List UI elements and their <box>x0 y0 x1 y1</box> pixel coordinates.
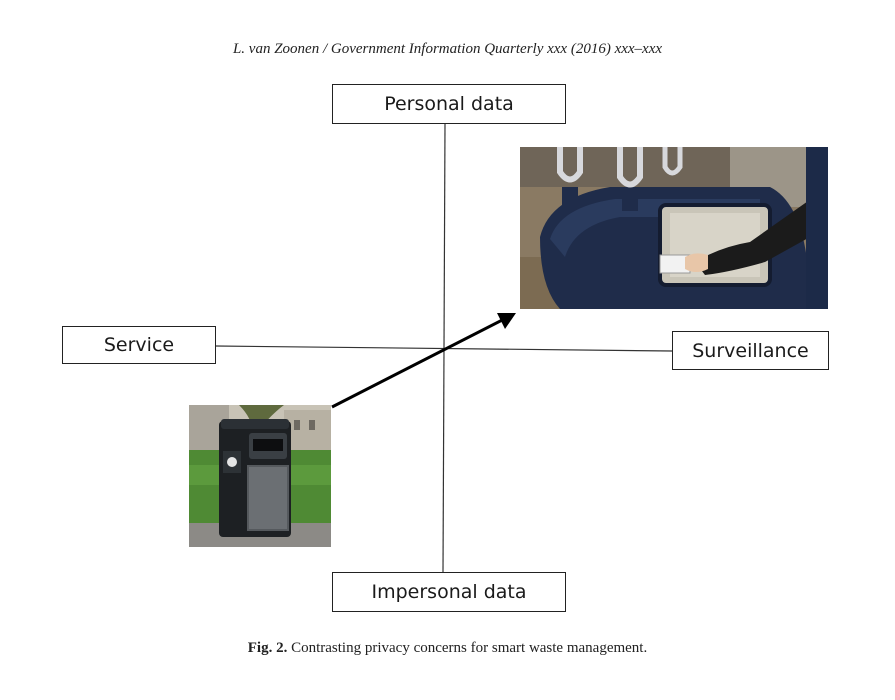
running-header: L. van Zoonen / Government Information Q… <box>232 41 663 57</box>
transition-arrow <box>331 314 511 409</box>
caption-text: Contrasting privacy concerns for smart w… <box>287 640 648 656</box>
arrow-head <box>497 313 516 329</box>
personal-data-label: Personal data <box>332 84 566 124</box>
surveillance-label: Surveillance <box>672 331 829 370</box>
service-label: Service <box>62 326 216 364</box>
caption-label: Fig. 2. <box>247 640 288 656</box>
smart-container-photo <box>520 147 828 309</box>
impersonal-data-label: Impersonal data <box>332 572 566 612</box>
public-bin-photo <box>189 405 331 547</box>
figure-caption: Fig. 2. Contrasting privacy concerns for… <box>0 640 895 657</box>
